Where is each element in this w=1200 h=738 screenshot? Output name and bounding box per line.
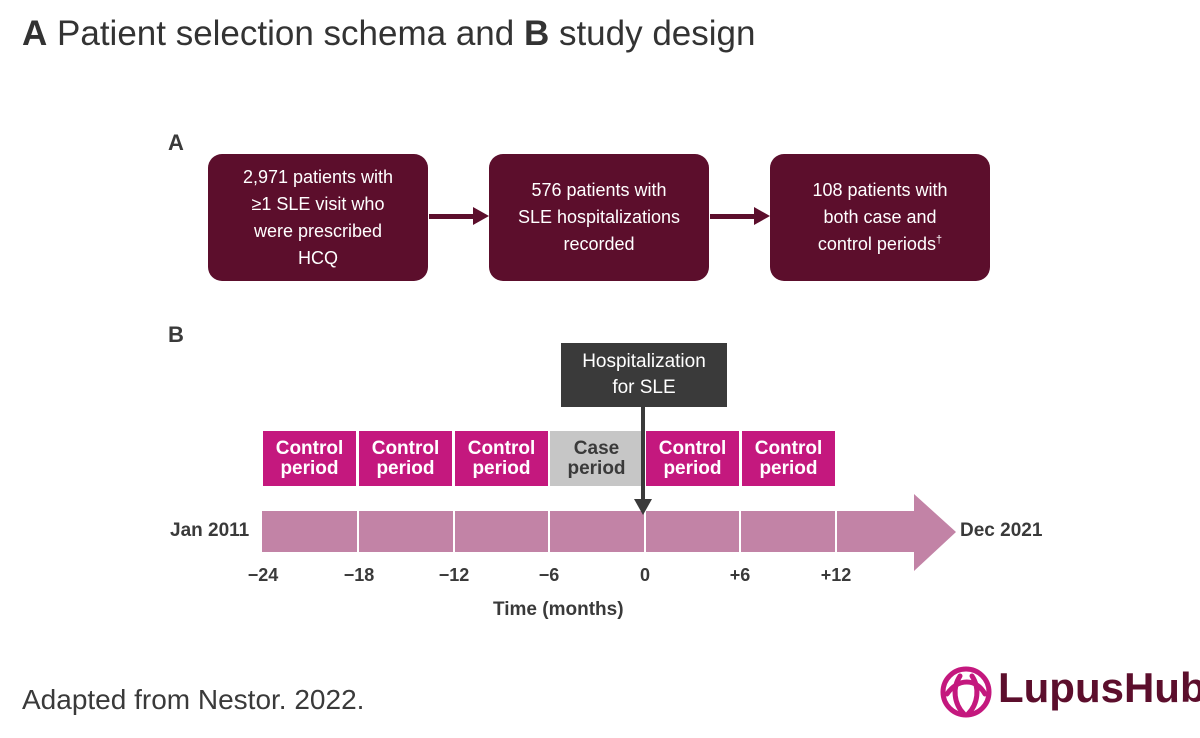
period-box-1: Control period <box>263 431 356 486</box>
tick-label: −18 <box>343 565 375 585</box>
tick-label: +12 <box>820 565 852 585</box>
hospitalization-pointer-line <box>641 407 645 501</box>
lupushub-logo-icon <box>940 666 992 718</box>
lupushub-logo-text: LupusHub <box>998 664 1200 711</box>
flow-box-3-text: 108 patients with both case and control … <box>812 177 947 258</box>
period-box-6: Control period <box>742 431 835 486</box>
timeline-end-label: Dec 2021 <box>960 520 1043 541</box>
period-box-case: Case period <box>550 431 643 486</box>
hospitalization-pointer-head <box>634 499 652 515</box>
flow-arrow-1 <box>429 207 489 225</box>
hospitalization-event-box: Hospitalization for SLE <box>561 343 727 407</box>
axis-label: Time (months) <box>493 599 624 620</box>
title-letter-b: B <box>523 14 550 53</box>
tick-label: −12 <box>438 565 470 585</box>
tick-label: 0 <box>639 565 650 585</box>
tick-label: −6 <box>538 565 560 585</box>
title-text-b: study design <box>549 14 756 53</box>
period-box-3: Control period <box>455 431 548 486</box>
period-box-5: Control period <box>646 431 739 486</box>
title-text-a: Patient selection schema and <box>47 14 524 53</box>
section-a-label: A <box>168 130 184 155</box>
period-box-2: Control period <box>359 431 452 486</box>
title-letter-a: A <box>22 14 48 53</box>
flow-box-1-text: 2,971 patients with ≥1 SLE visit who wer… <box>242 166 394 268</box>
timeline-start-label: Jan 2011 <box>170 520 250 541</box>
section-b-label: B <box>168 322 184 347</box>
flow-box-1: 2,971 patients with ≥1 SLE visit who wer… <box>208 154 428 281</box>
flow-box-3-main: 108 patients with both case and control … <box>812 180 948 254</box>
dagger-footnote-mark: † <box>935 234 943 246</box>
flow-box-2: 576 patients with SLE hospitalizations r… <box>489 154 709 281</box>
tick-label: −24 <box>247 565 279 585</box>
flow-box-2-text: 576 patients with SLE hospitalizations r… <box>517 180 681 254</box>
flow-box-3: 108 patients with both case and control … <box>770 154 990 281</box>
tick-label: +6 <box>729 565 751 585</box>
page-title: A Patient selection schema and B study d… <box>22 14 755 54</box>
flow-arrow-2 <box>710 207 770 225</box>
source-citation: Adapted from Nestor. 2022. <box>22 684 365 715</box>
